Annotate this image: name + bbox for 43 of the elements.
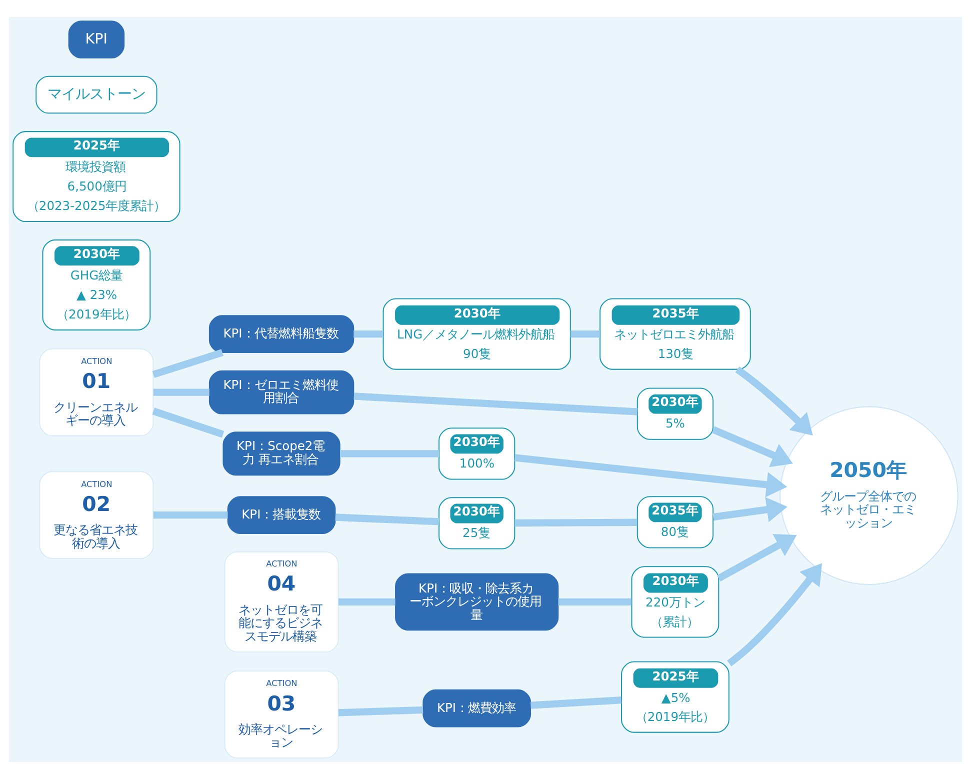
legend-label: マイルストーン (46, 86, 145, 103)
node-box: ACTION 03 効率オペレーション (224, 670, 338, 758)
arrow (711, 426, 792, 468)
node-box: 2030年 GHG総量 ▲ 23% （2019年比） (42, 239, 150, 330)
node-box: 2030年 25隻 (438, 497, 515, 550)
connector (353, 330, 383, 338)
connector (152, 408, 224, 438)
node-box: KPI：代替燃料船隻数 (208, 315, 354, 353)
connector (353, 392, 637, 416)
connector (570, 330, 600, 338)
node-box: 2035年 80隻 (636, 496, 714, 548)
node-box: KPI：ゼロエミ燃料使用割合 (208, 370, 354, 414)
connector (530, 696, 621, 709)
node-box: ACTION 01 クリーンエネルギーの導入 (38, 348, 154, 436)
arrow (734, 366, 812, 436)
node-box: KPI：搭載隻数 (226, 496, 336, 534)
arrow (716, 534, 796, 582)
arrow (712, 497, 787, 522)
arrow (514, 454, 787, 498)
arrow (726, 563, 822, 666)
node-box: 2030年 5% (636, 388, 714, 440)
node-box: KPI：Scope2電力 再エネ割合 (222, 432, 340, 476)
node-box: ACTION 02 更なる省エネ技術の導入 (38, 471, 154, 559)
connector (340, 450, 438, 458)
connector (558, 598, 632, 606)
node-box: 2030年 100% (438, 428, 515, 480)
connector (152, 388, 209, 396)
node-box: 2030年 220万トン （累計） (630, 566, 719, 638)
node-box: KPI：吸収・除去系カーボンクレジットの使用量 (394, 573, 558, 631)
node-box: 2030年 LNG／メタノール燃料外航船 90隻 (382, 298, 570, 370)
connector (338, 598, 395, 606)
connector (338, 706, 423, 716)
legend-label: KPI (84, 31, 108, 48)
node-box: KPI：燃費効率 (422, 689, 531, 728)
node-box: 2025年 環境投資額 6,500億円 （2023-2025年度累計） (12, 131, 180, 222)
connector (152, 511, 228, 519)
node-box: ACTION 04 ネットゼロを可能にするビジネスモデル構築 (224, 551, 338, 653)
connector (152, 349, 223, 378)
node-box: 2035年 ネットゼロエミ外航船 130隻 (599, 298, 750, 370)
connector (514, 518, 637, 527)
connector (334, 514, 439, 526)
node-circle: 2050年 グループ全体でのネットゼロ・エミッション (779, 406, 958, 586)
node-box: 2025年 ▲5% （2019年比） (620, 661, 729, 733)
